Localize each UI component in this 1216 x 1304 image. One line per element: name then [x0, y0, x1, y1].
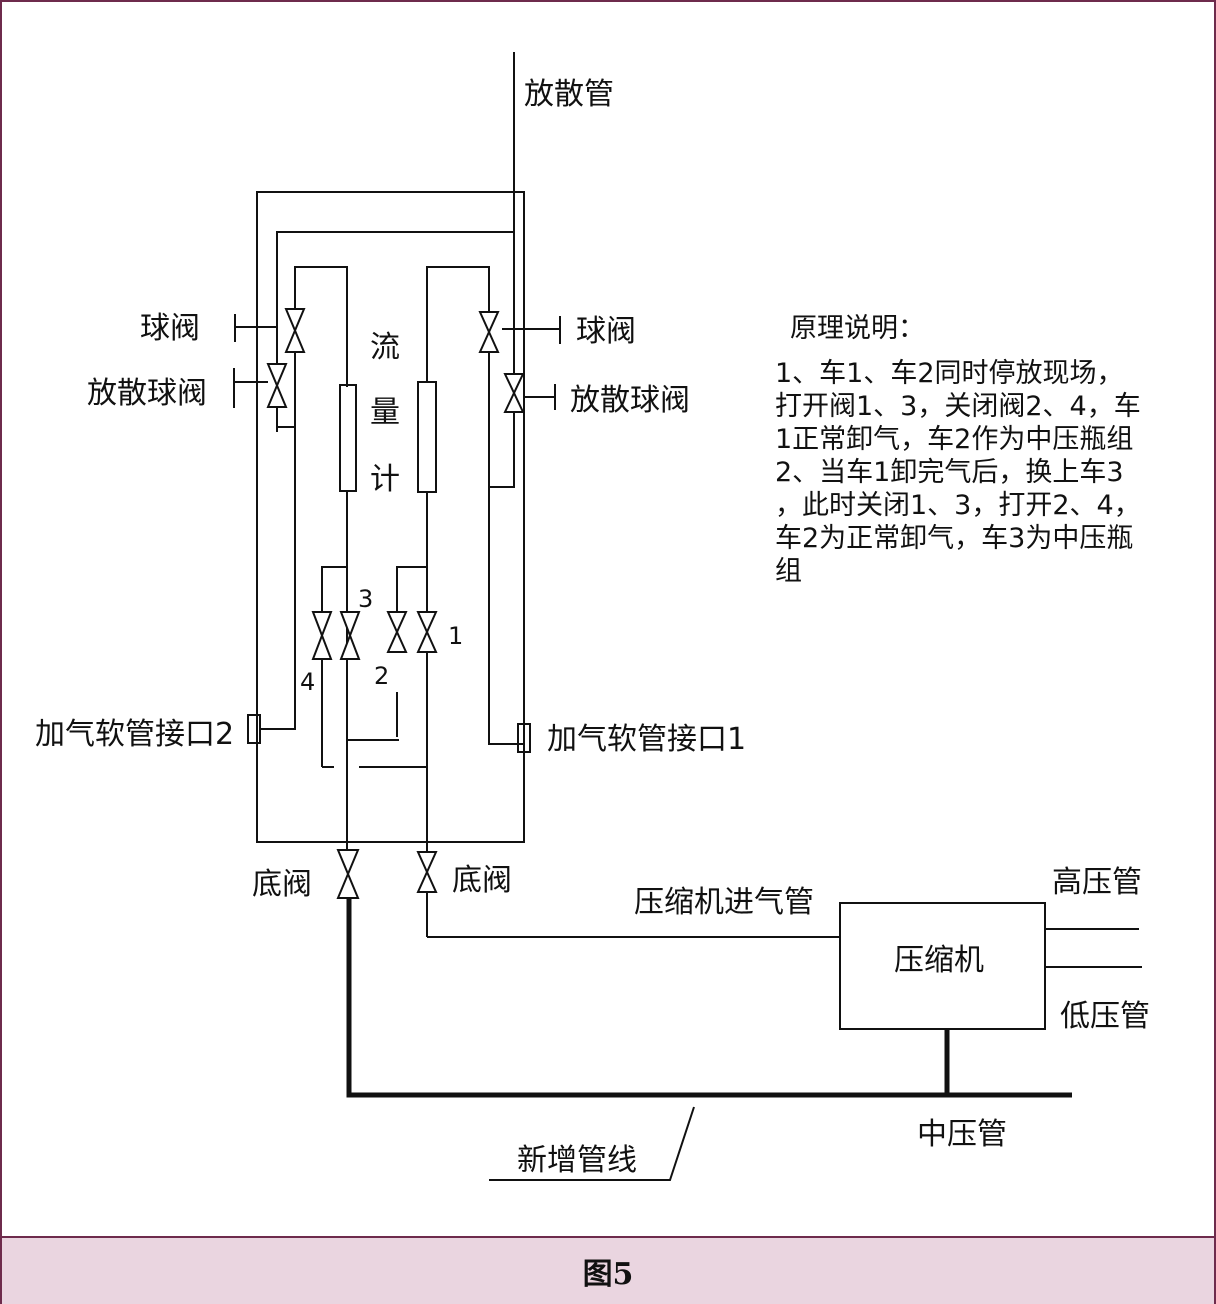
label-valve-1: 1 — [448, 622, 463, 650]
label-ball-valve-left: 球阀 — [140, 311, 200, 346]
new-pipeline-main — [346, 897, 1072, 1098]
valve-3 — [339, 611, 361, 660]
valve-vent-right — [503, 373, 525, 413]
valve-vent-left — [266, 363, 288, 408]
right-upper-loop — [426, 266, 515, 488]
valve-bottom-left — [336, 849, 360, 899]
label-valve-3: 3 — [358, 585, 373, 613]
label-high-pressure: 高压管 — [1052, 865, 1142, 900]
label-hose-port-2: 加气软管接口2 — [35, 717, 234, 752]
label-vent-ball-valve-right: 放散球阀 — [570, 383, 690, 418]
label-low-pressure: 低压管 — [1060, 999, 1150, 1034]
label-flowmeter-2: 量 — [370, 395, 400, 430]
left-upper-loop — [277, 266, 348, 428]
figure-caption: 图5 — [582, 1257, 634, 1292]
flowmeter-right — [417, 381, 437, 493]
new-pipeline-leader — [489, 1106, 695, 1181]
explanation-block: 原理说明： 1、车1、车2同时停放现场， 打开阀1、3，关闭阀2、4，车 1正常… — [775, 313, 1141, 587]
process-diagram: 放散管 球阀 球阀 放散球阀 放散球阀 流 量 计 3 1 4 2 加气软管接口… — [35, 52, 1150, 1181]
hose-port-2-marker — [247, 714, 261, 744]
explanation-title: 原理说明： — [790, 313, 925, 344]
hose2-line — [260, 427, 296, 730]
explanation-line: 组 — [775, 556, 802, 587]
new-pipeline — [346, 897, 1072, 1098]
label-hose-port-1: 加气软管接口1 — [547, 722, 746, 757]
label-flowmeter-1: 流 — [370, 330, 400, 365]
explanation-line: 1、车1、车2同时停放现场， — [775, 358, 1124, 389]
explanation-line: 车2为正常卸气，车3为中压瓶 — [775, 523, 1133, 554]
valve-ball-left — [284, 308, 306, 353]
label-new-pipeline: 新增管线 — [517, 1143, 637, 1178]
label-compressor-inlet: 压缩机进气管 — [634, 885, 814, 920]
valve-1 — [416, 611, 438, 653]
valve-2 — [386, 611, 408, 653]
pipes — [233, 52, 1142, 1181]
flowmeter-left — [339, 384, 357, 492]
explanation-line: 打开阀1、3，关闭阀2、4，车 — [775, 391, 1141, 422]
valves — [266, 308, 525, 899]
label-bottom-valve-right: 底阀 — [452, 863, 512, 898]
explanation-line: 2、当车1卸完气后，换上车3 — [775, 457, 1124, 488]
label-mid-pressure: 中压管 — [917, 1117, 1007, 1152]
label-bottom-valve-left: 底阀 — [252, 867, 312, 902]
label-vent-pipe: 放散管 — [524, 77, 614, 112]
valve-4 — [311, 611, 333, 660]
label-valve-4: 4 — [300, 668, 315, 696]
hose1-line — [488, 487, 524, 745]
valve-bottom-right — [416, 851, 438, 893]
label-compressor: 压缩机 — [894, 943, 984, 978]
valve-ball-right — [478, 311, 500, 353]
cabinet-box — [256, 191, 525, 843]
valve2-branch — [396, 566, 427, 652]
label-flowmeter-3: 计 — [370, 462, 400, 497]
explanation-line: ，此时关闭1、3，打开2、4， — [775, 490, 1141, 521]
hose-port-1-marker — [517, 723, 531, 753]
caption-bar: 图5 — [2, 1236, 1214, 1304]
label-valve-2: 2 — [374, 662, 389, 690]
explanation-line: 1正常卸气，车2作为中压瓶组 — [775, 424, 1133, 455]
label-ball-valve-right: 球阀 — [576, 314, 636, 349]
labels: 放散管 球阀 球阀 放散球阀 放散球阀 流 量 计 3 1 4 2 加气软管接口… — [35, 77, 1150, 1178]
label-vent-ball-valve-left: 放散球阀 — [87, 376, 207, 411]
